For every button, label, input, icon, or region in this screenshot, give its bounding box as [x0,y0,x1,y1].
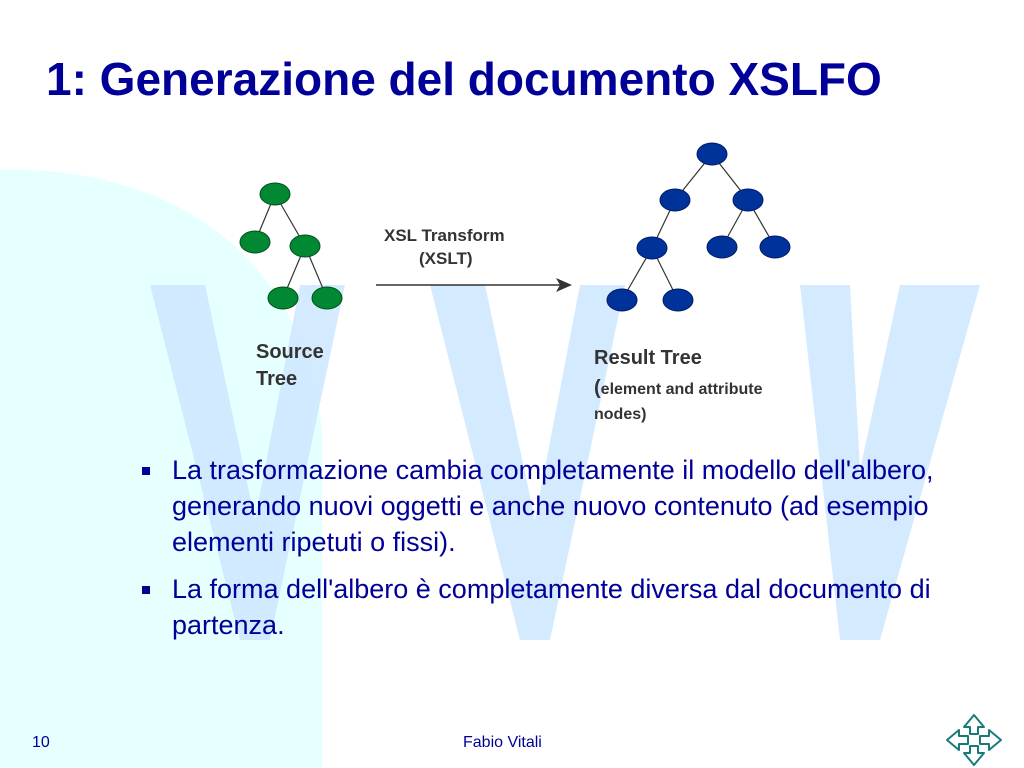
result-label-paren: ( [594,377,601,399]
square-bullet-icon [142,585,150,594]
arrow-right-icon[interactable] [979,729,1002,751]
source-node [289,234,321,258]
result-node [606,288,638,312]
transform-label-line2: (XSLT) [419,249,473,268]
arrow-down-icon[interactable] [963,745,985,766]
source-tree [239,182,343,310]
result-node [696,142,728,166]
arrow-right-icon [556,278,572,292]
result-label-line2-text: element and attribute [601,381,763,398]
result-node [659,188,691,212]
result-node [759,235,791,259]
result-node [636,236,668,260]
source-label-line1: Source [256,341,324,363]
bullet-text: La forma dell'albero è completamente div… [172,573,931,640]
source-node [267,286,299,310]
arrow-left-icon[interactable] [946,729,969,751]
result-node [732,188,764,212]
result-node [662,288,694,312]
transform-label-line1: XSL Transform [384,226,505,245]
source-node [239,230,271,254]
xslt-diagram: Source Tree XSL Transform (XSLT) [239,142,791,423]
four-arrows-nav-icon[interactable] [944,712,1004,768]
square-bullet-icon [142,467,150,475]
footer-author: Fabio Vitali [463,734,542,751]
result-tree-edges [621,153,776,301]
result-label-line1: Result Tree [594,347,702,369]
bullet-list: La trasformazione cambia completamente i… [140,452,980,653]
source-label-line2: Tree [256,368,297,390]
w-watermark [150,285,980,640]
slide-number: 10 [32,734,50,751]
result-label-line3: nodes) [594,406,646,423]
result-label-line2: (element and attribute [594,377,763,399]
source-node [311,286,343,310]
bullet-text: La trasformazione cambia completamente i… [172,455,934,558]
result-node [706,235,738,259]
slide-title: 1: Generazione del documento XSLFO [46,53,882,105]
bullet-item: La trasformazione cambia completamente i… [140,452,980,561]
bullet-item: La forma dell'albero è completamente div… [140,571,980,643]
source-node [259,182,291,206]
result-tree [606,142,791,312]
arrow-up-icon[interactable] [963,714,985,735]
